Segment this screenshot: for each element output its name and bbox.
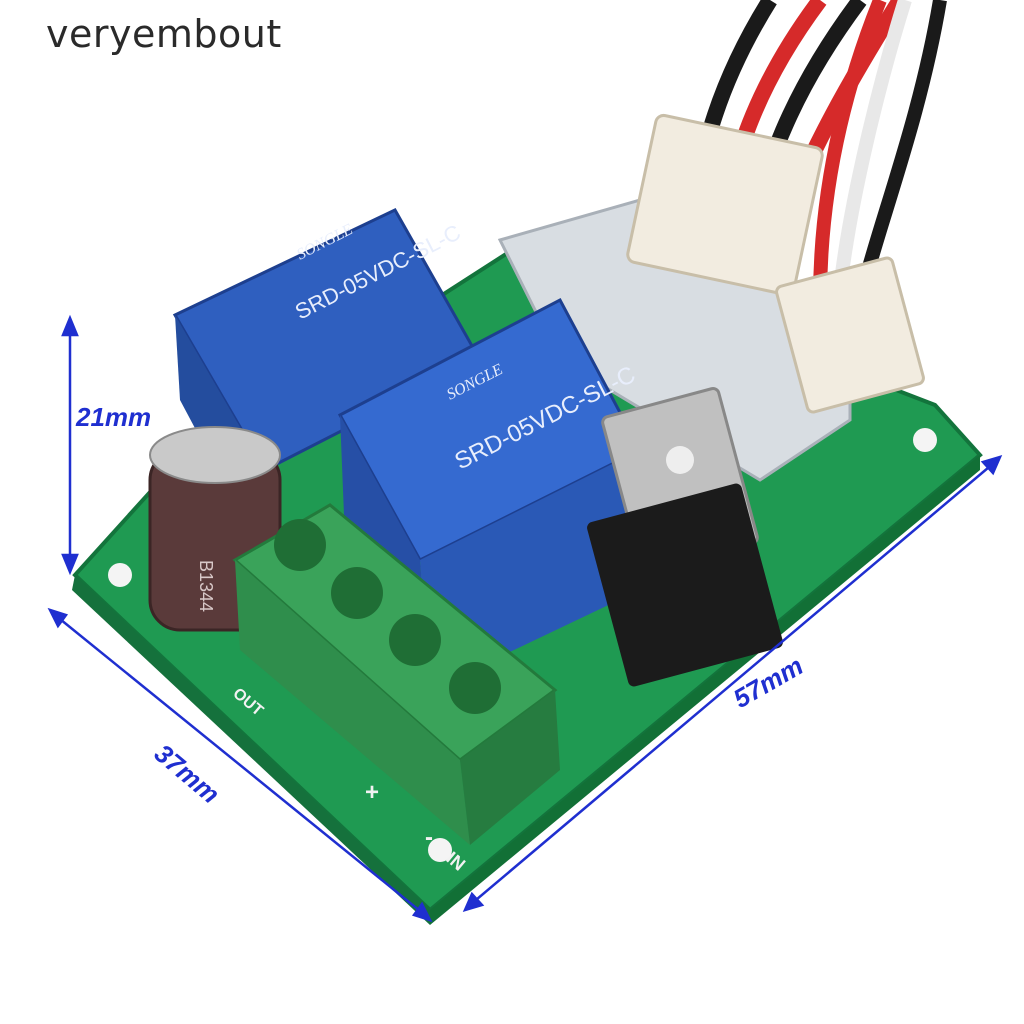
watermark-text: veryembout bbox=[46, 12, 282, 56]
dimension-arrows bbox=[47, 314, 1003, 923]
terminal-block bbox=[232, 503, 560, 845]
connector-3pin bbox=[775, 256, 925, 414]
label-minus: - bbox=[425, 824, 433, 851]
capacitor-marking: B1344 bbox=[196, 560, 216, 612]
label-plus: + bbox=[365, 779, 379, 806]
mosfet bbox=[587, 387, 783, 687]
connector-4pin bbox=[626, 113, 824, 297]
height-dimension-label: 21mm bbox=[76, 402, 152, 432]
